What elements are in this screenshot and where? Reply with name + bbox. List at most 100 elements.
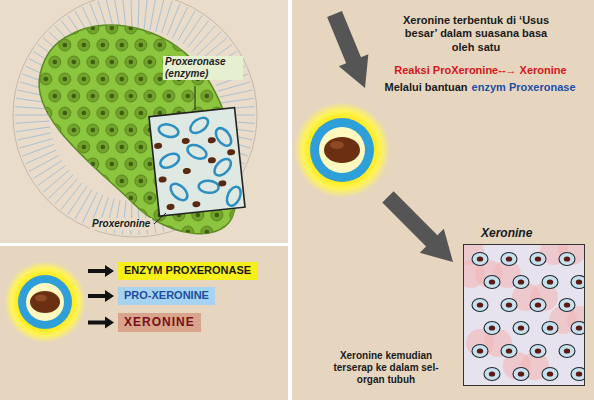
note-text: Xeronine terbentuk di ‘Usus besar’ dalam… [398,14,554,54]
ray [61,183,82,210]
fruit-eye-core [196,213,201,218]
ray [49,175,73,199]
fruit-eye-core [129,230,134,235]
cell-nucleus [535,302,541,307]
enzyme-name: enzym Proxeronase [472,81,576,94]
cell-nucleus [518,371,524,376]
fruit-eye [211,39,223,51]
fruit-eye-core [110,162,115,167]
ray [15,115,49,116]
fruit-eye [49,56,61,68]
fruit-eye [87,22,99,34]
body-cell [530,345,546,358]
fruit-eye [97,175,109,187]
part-label: Proxeronine [90,218,152,230]
ray-burst [15,0,255,235]
body-cell [542,322,558,335]
fruit-eye [49,192,61,204]
fruit-eye-core [120,179,125,184]
fruit-eye [201,226,213,238]
fruit-eye-core [72,128,77,133]
fruit-eye-core [72,94,77,99]
fruit-eye-core [148,162,153,167]
cell-nucleus [489,325,495,330]
panel-heading: Xeronine [463,226,585,241]
ray [33,161,62,179]
fruit-eye [59,39,71,51]
pointer-arrow [88,317,114,329]
orbit-line [13,0,257,237]
body-cell [559,345,575,358]
fruit-eye [106,158,118,170]
fruit-eye-core [53,196,58,201]
fruit-eye-core [205,26,210,31]
fruit-eye [239,90,251,102]
cell-nucleus [576,279,582,284]
fruit-eye [154,39,166,51]
fruit-eye-core [101,111,106,116]
fruit-eye-core [53,60,58,65]
enzyme-label-bar: ENZYM PROXERONASE [118,262,258,280]
body-cell [559,299,575,312]
fruit-eye-core [110,128,115,133]
fruit-eye [135,107,147,119]
fruit-eye [116,73,128,85]
panel-divider [0,243,288,246]
fruit-eye [40,107,52,119]
cell-tissue [464,245,584,385]
fruit-eye [68,22,80,34]
pointer-arrows [88,265,114,329]
fruit-eye [49,90,61,102]
cell-nucleus [477,256,483,261]
fruit-eye [182,22,194,34]
ray [193,26,216,51]
fruit-eye-core [243,162,248,167]
ray [167,4,180,36]
enzyme-dot [166,204,175,211]
fruit-eye [125,90,137,102]
flow-arrow [320,8,380,94]
fruit-eye-core [177,43,182,48]
xeronine-label-bar: XERONINE [118,313,201,332]
fruit-eye [68,226,80,238]
fruit-eye-core [101,43,106,48]
fruit-eye [230,39,242,51]
fruit-eye [97,141,109,153]
fruit-eye-core [44,145,49,150]
fruit-eye-core [243,128,248,133]
fruit-eye [220,226,232,238]
cell-nucleus [489,279,495,284]
part-label: Proxeronase (enzyme) [163,56,243,80]
fruit-eye [59,209,71,221]
fruit-eye [97,73,109,85]
ray [75,189,92,218]
fruit-eye [144,192,156,204]
enzyme-dot [208,137,217,144]
ray [183,16,202,44]
fruit-eye [173,39,185,51]
proxeronine-label-bar: PRO-XERONINE [118,287,215,305]
enzyme-dot [183,168,192,175]
fruit-eye [182,90,194,102]
fruit-eye-core [129,196,134,201]
fruit-eye [135,141,147,153]
cell-tissue-frame [463,244,585,386]
fruit-eye-core [129,26,134,31]
cell-nucleus [518,279,524,284]
fruit-eye-core [139,145,144,150]
fruit-eye [116,107,128,119]
note-text: Xeronine kemudian terserap ke dalam sel-… [322,350,450,387]
fruit-eye-core [82,77,87,82]
panel-ground [0,0,288,243]
fruit-eye-core [148,26,153,31]
fruit-eye [135,175,147,187]
fruit-eye [59,141,71,153]
fruit-eye-core [186,230,191,235]
fruit-eye [144,56,156,68]
fruit-eye-core [101,77,106,82]
fruit-eye-core [120,111,125,116]
fruit-eye-core [63,145,68,150]
fruit-eye [68,158,80,170]
fruit-eye [125,124,137,136]
